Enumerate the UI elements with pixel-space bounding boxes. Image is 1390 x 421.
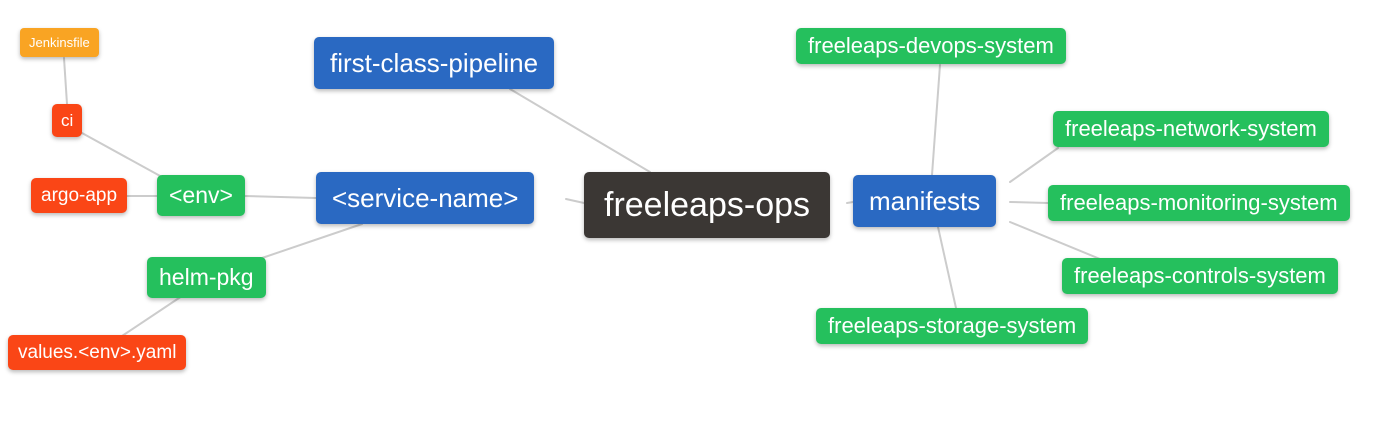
node-freeleaps-monitoring-system[interactable]: freeleaps-monitoring-system (1048, 185, 1350, 221)
node-ci[interactable]: ci (52, 104, 83, 137)
edge-manifests-controls (1009, 221, 1101, 260)
node-argo-app[interactable]: argo-app (31, 178, 128, 213)
edge-freeleapsops-manifests (846, 201, 854, 204)
node-jenkinsfile[interactable]: Jenkinsfile (20, 28, 99, 57)
edge-values-helmpkg (121, 295, 183, 337)
node-service-name[interactable]: <service-name> (316, 172, 535, 224)
node-values-env-yaml[interactable]: values.<env>.yaml (8, 335, 187, 370)
edge-manifests-devops (931, 64, 941, 176)
node-freeleaps-devops-system[interactable]: freeleaps-devops-system (796, 28, 1066, 64)
edge-ci-env (81, 132, 163, 178)
node-helm-pkg[interactable]: helm-pkg (147, 257, 266, 298)
edge-servicename-freeleapsops (565, 198, 585, 204)
edge-manifests-monitoring (1009, 201, 1049, 204)
edge-env-servicename (243, 195, 317, 199)
edge-pipeline-freeleapsops (509, 88, 651, 173)
node-freeleaps-controls-system[interactable]: freeleaps-controls-system (1062, 258, 1338, 294)
edge-helmpkg-servicename (261, 223, 363, 259)
node-first-class-pipeline[interactable]: first-class-pipeline (314, 37, 555, 89)
node-env[interactable]: <env> (157, 175, 245, 216)
node-freeleaps-ops[interactable]: freeleaps-ops (584, 172, 831, 238)
node-freeleaps-storage-system[interactable]: freeleaps-storage-system (816, 308, 1089, 344)
node-manifests[interactable]: manifests (853, 175, 997, 227)
edge-manifests-storage (937, 226, 957, 309)
node-freeleaps-network-system[interactable]: freeleaps-network-system (1053, 111, 1329, 147)
edge-jenkinsfile-ci (63, 57, 68, 105)
edge-manifests-network (1009, 147, 1059, 183)
